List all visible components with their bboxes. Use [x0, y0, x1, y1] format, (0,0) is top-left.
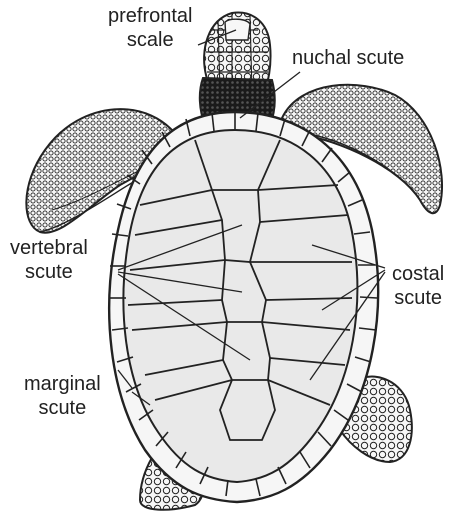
vertebral-scute-label: vertebral scute	[10, 236, 88, 284]
carapace	[109, 112, 378, 502]
prefrontal-scale-label: prefrontal scale	[108, 4, 193, 52]
nuchal-scute-label: nuchal scute	[292, 46, 404, 70]
costal-scute-label: costal scute	[392, 262, 444, 310]
marginal-scute-label: marginal scute	[24, 372, 101, 420]
prefrontal-scale-shape	[225, 19, 250, 40]
